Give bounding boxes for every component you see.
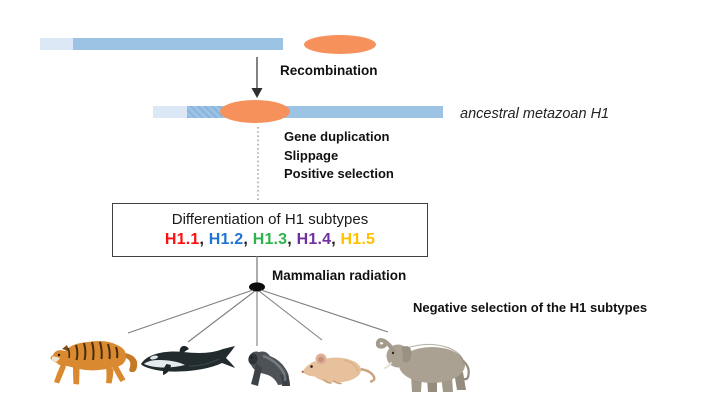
subtype-h1-2: H1.2 [208, 231, 244, 248]
subtype-h1-5: H1.5 [340, 231, 376, 248]
h1-gene-ellipse [304, 35, 376, 54]
recombination-arrow-head [251, 88, 263, 98]
orca-icon [141, 345, 235, 375]
ancestral-bar-main-segment [73, 38, 283, 50]
ancestral-bar-light-segment [40, 38, 73, 50]
inserted-h1-gene-ellipse [220, 100, 290, 123]
gene-duplication-label: Gene duplication [284, 129, 390, 144]
ray-to-elephant [260, 289, 389, 333]
ray-to-tiger [127, 289, 254, 334]
separator: , [331, 231, 341, 248]
gorilla-icon [248, 351, 290, 386]
ray-to-mouse [258, 290, 323, 341]
mammalian-radiation-label: Mammalian radiation [272, 268, 407, 283]
negative-selection-label: Negative selection of the H1 subtypes [413, 300, 648, 315]
process-labels: Gene duplication Slippage Positive selec… [284, 128, 394, 184]
subtype-h1-4: H1.4 [296, 231, 332, 248]
recombination-label: Recombination [280, 63, 378, 78]
separator: , [199, 231, 209, 248]
subtype-list: H1.1, H1.2, H1.3, H1.4, H1.5 [113, 230, 427, 249]
differentiation-box: Differentiation of H1 subtypes H1.1, H1.… [112, 203, 428, 257]
radiation-node-dot [249, 282, 265, 292]
tiger-icon [50, 341, 138, 385]
positive-selection-label: Positive selection [284, 166, 394, 181]
mouse-icon [301, 353, 376, 385]
differentiation-box-title: Differentiation of H1 subtypes [171, 211, 369, 228]
ray-to-orca [187, 290, 256, 343]
separator: , [287, 231, 297, 248]
elephant-icon [375, 337, 470, 392]
separator: , [243, 231, 253, 248]
ancestral-metazoan-label: ancestral metazoan H1 [460, 106, 610, 122]
metazoan-bar-light-segment [153, 106, 187, 118]
subtype-h1-3: H1.3 [252, 231, 288, 248]
subtype-h1-1: H1.1 [164, 231, 200, 248]
slippage-label: Slippage [284, 147, 339, 163]
metazoan-bar-hatched-segment [187, 106, 222, 118]
